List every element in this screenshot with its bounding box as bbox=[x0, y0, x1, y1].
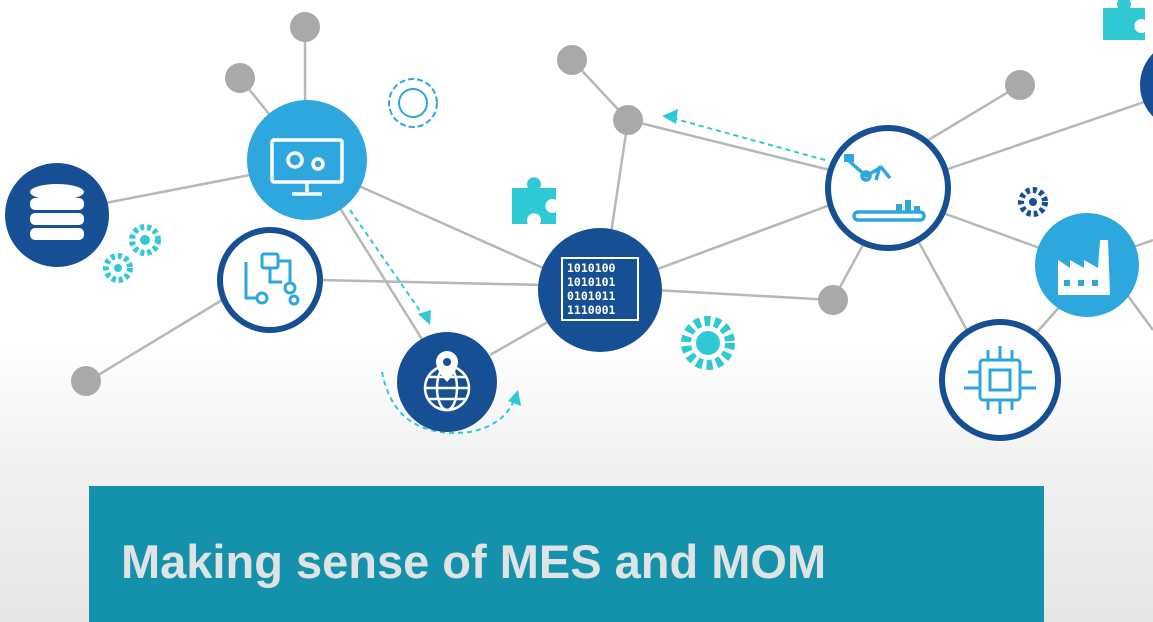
robotic-arm-icon bbox=[846, 158, 926, 222]
page-title: Making sense of MES and MOM bbox=[121, 535, 827, 588]
gear-icon bbox=[1018, 187, 1048, 217]
location-pin-icon bbox=[436, 351, 458, 382]
microchip-node bbox=[939, 319, 1061, 441]
binary-line: 1010101 bbox=[567, 275, 616, 289]
binary-node: 1010100 1010101 0101011 1110001 bbox=[538, 228, 662, 352]
arrowheads bbox=[418, 109, 678, 406]
database-icon bbox=[30, 184, 84, 240]
iot-network-diagram: 1010100 1010101 0101011 1110001 bbox=[5, 0, 1153, 441]
binary-line: 1010100 bbox=[567, 261, 616, 275]
binary-data-icon: 1010100 1010101 0101011 1110001 bbox=[561, 257, 639, 321]
binary-line: 1110001 bbox=[567, 303, 616, 317]
gear-icon bbox=[681, 316, 735, 370]
workflow-node bbox=[217, 227, 323, 333]
globe-node bbox=[397, 332, 497, 432]
binary-line: 0101011 bbox=[567, 289, 616, 303]
puzzle-piece-icon bbox=[1103, 0, 1145, 40]
robot-node bbox=[825, 125, 951, 251]
monitor-gears-icon bbox=[270, 138, 344, 196]
monitor-node bbox=[247, 100, 367, 220]
gear-icon bbox=[129, 224, 161, 256]
gray-nodes bbox=[71, 12, 1035, 396]
factory-node bbox=[1035, 213, 1139, 317]
gear-icon bbox=[388, 78, 438, 128]
database-node bbox=[5, 163, 109, 267]
dashed-arrow-icon bbox=[349, 117, 826, 434]
title-banner: Making sense of MES and MOM bbox=[89, 486, 1044, 622]
workflow-icon bbox=[244, 252, 300, 306]
factory-icon bbox=[1058, 240, 1110, 295]
microchip-icon bbox=[964, 346, 1036, 414]
gear-icon bbox=[103, 253, 133, 283]
puzzle-piece-icon bbox=[512, 177, 556, 224]
partial-node bbox=[1140, 53, 1153, 117]
